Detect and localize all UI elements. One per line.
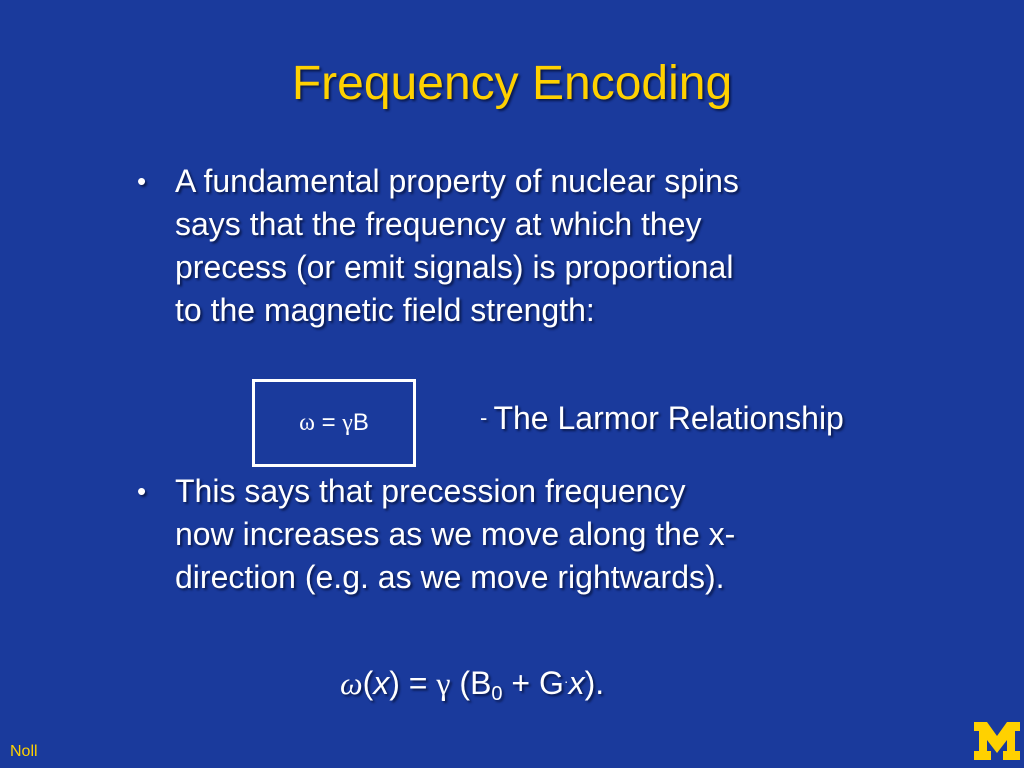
bullet-text-line: This says that precession frequency <box>175 473 686 509</box>
bullet-larmor-property: • A fundamental property of nuclear spin… <box>137 160 739 332</box>
position-variable: x <box>568 665 585 701</box>
bullet-dot: • <box>137 166 147 196</box>
formula-plus-gradient: + G <box>502 665 564 701</box>
block-m-logo <box>974 722 1020 760</box>
larmor-equation-box: ω = γB <box>252 379 416 467</box>
gamma-symbol: γ <box>436 665 451 701</box>
block-m-logo-shape <box>974 722 1020 760</box>
bullet-text-line: A fundamental property of nuclear spins <box>175 163 739 199</box>
bullet-precession-frequency: • This says that precession frequency no… <box>137 470 735 599</box>
larmor-relationship-label: - The Larmor Relationship <box>480 396 844 440</box>
bullet-text-line: precess (or emit signals) is proportiona… <box>175 249 734 285</box>
omega-symbol: ω <box>299 410 315 436</box>
frequency-encoding-formula: ω(x) = γ (B0 + G·x). <box>340 660 604 705</box>
slide-title: Frequency Encoding <box>291 57 733 110</box>
author-footer: Noll <box>10 743 38 760</box>
formula-paren-open: ( <box>362 665 374 701</box>
field-symbol: B <box>352 409 369 436</box>
bullet-dot: • <box>137 476 147 506</box>
multiply-dot: · <box>563 673 569 689</box>
b0-subscript: 0 <box>491 683 503 705</box>
formula-end: ). <box>584 665 605 701</box>
formula-close-equals: ) = <box>389 665 437 701</box>
gamma-symbol: γ <box>342 410 353 436</box>
bullet-text-line: to the magnetic field strength: <box>175 292 595 328</box>
formula-b0-open: (B <box>450 665 492 701</box>
larmor-equation: ω = γB <box>255 408 413 438</box>
bullet-text-line: says that the frequency at which they <box>175 206 702 242</box>
equals-sign: = <box>314 409 343 436</box>
omega-symbol: ω <box>340 665 363 701</box>
bullet-text-line: now increases as we move along the x- <box>175 516 736 552</box>
label-dash: - <box>480 405 494 430</box>
position-variable: x <box>373 665 390 701</box>
larmor-label-text: The Larmor Relationship <box>493 400 844 436</box>
bullet-text-line: direction (e.g. as we move rightwards). <box>175 559 725 595</box>
